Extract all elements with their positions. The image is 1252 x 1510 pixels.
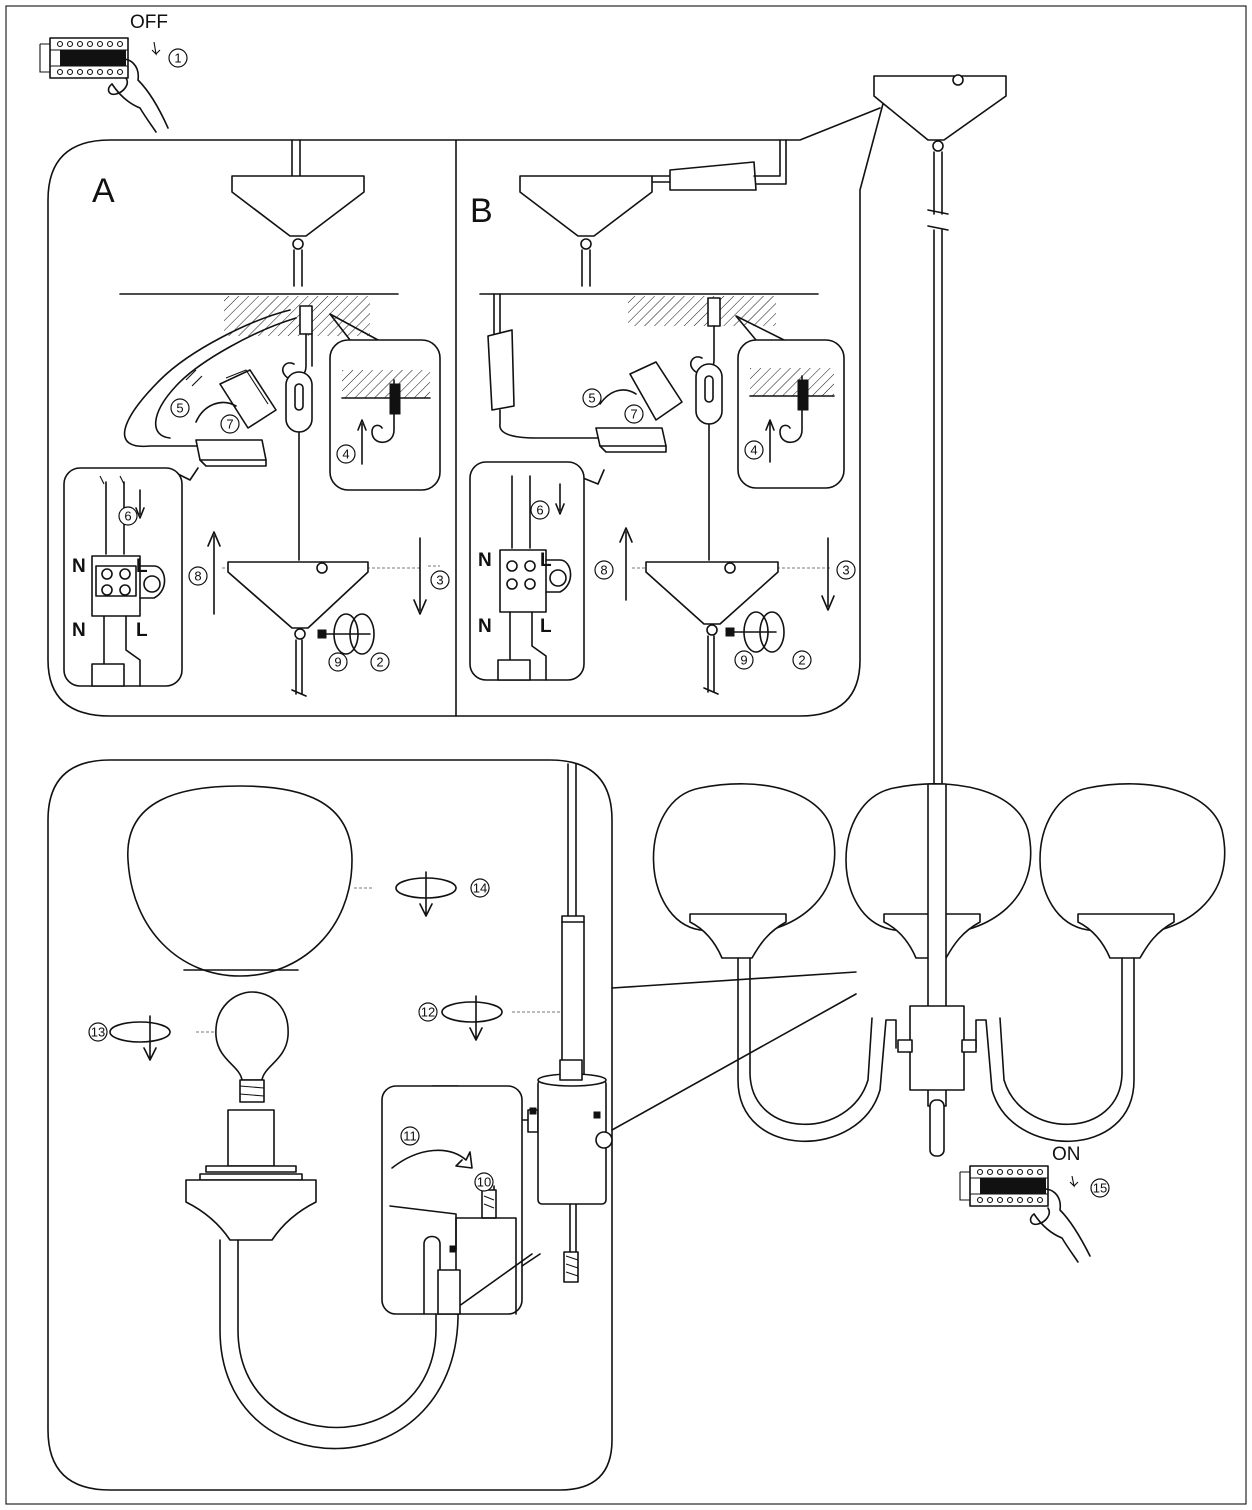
svg-text:5: 5 [176,401,183,416]
svg-text:7: 7 [226,417,233,432]
globe-left [652,783,836,935]
light-bulb [215,991,289,1081]
panel-b-step-9: 9 [734,650,754,670]
svg-text:4: 4 [750,443,757,458]
panel-a-terminal-n-top: N [72,556,86,577]
panel-b-step-7: 7 [624,404,644,424]
step-1-marker: 1 [168,48,188,68]
canopy-illustration [231,175,365,237]
breaker-on-illustration [959,1165,1091,1263]
canopy-b-illustration [519,175,653,237]
svg-text:2: 2 [798,653,805,668]
panel-a-step-8: 8 [188,566,208,586]
svg-text:9: 9 [740,653,747,668]
panel-a-step-markers: 5 7 4 6 8 3 9 2 [118,398,450,672]
svg-text:12: 12 [421,1005,435,1020]
panel-b-step-8: 8 [594,560,614,580]
svg-text:7: 7 [630,407,637,422]
panel-b-terminal-n-top: N [478,550,492,571]
off-label: OFF [130,12,168,33]
glass-globe [127,785,353,977]
outer-frame [5,5,1247,1505]
panel-a-step-2: 2 [370,652,390,672]
svg-text:6: 6 [536,503,543,518]
step-11-marker: 11 [400,1126,420,1146]
svg-text:5: 5 [588,391,595,406]
assembly-step-markers: 14 12 13 11 10 [88,878,494,1192]
lower-canopy-illustration [227,561,369,629]
svg-text:2: 2 [376,655,383,670]
svg-text:4: 4 [342,447,349,462]
assembly-panel-outline [47,759,613,1491]
svg-text:8: 8 [194,569,201,584]
panel-a-step-6: 6 [118,506,138,526]
panel-b-letter: B [470,192,493,230]
panel-b-step-6: 6 [530,500,550,520]
svg-text:3: 3 [436,573,443,588]
panel-b-terminal-n-bottom: N [478,616,492,637]
panel-a-step-3: 3 [430,570,450,590]
transformer-illustration [669,161,757,191]
central-hub [909,1005,965,1091]
step-12-marker: 12 [418,1002,438,1022]
step-10-marker: 10 [474,1172,494,1192]
pendant-fixture-illustration [611,74,1226,1157]
panel-a-letter: A [92,172,115,210]
panel-b-terminal-l-bottom: L [540,616,552,637]
panel-b-step-2: 2 [792,650,812,670]
assembly-panel [109,763,613,1450]
panel-b-step-markers: 5 7 4 6 8 3 9 2 [530,388,856,670]
globe-right [1039,783,1226,935]
svg-text:6: 6 [124,509,131,524]
panel-b-step-4: 4 [744,440,764,460]
ceiling-hatch [224,296,370,336]
panel-b: B [469,139,845,695]
panel-b-step-3: 3 [836,560,856,580]
panel-a-step-5: 5 [170,398,190,418]
step-13-marker: 13 [88,1022,108,1042]
svg-text:9: 9 [334,655,341,670]
hook-detail-callout [329,339,441,491]
connector-block [195,439,267,461]
svg-text:8: 8 [600,563,607,578]
svg-text:11: 11 [403,1129,417,1144]
panel-b-step-5: 5 [582,388,602,408]
breaker-off-illustration [39,37,169,133]
svg-text:1: 1 [174,51,181,66]
step-14-marker: 14 [470,878,490,898]
svg-text:14: 14 [473,881,487,896]
step-15-marker: 15 [1090,1178,1110,1198]
off-arrow-icon [151,41,161,56]
panel-a-terminal-l-top: L [136,556,148,577]
svg-text:13: 13 [91,1025,105,1040]
lamp-holder [185,1179,317,1241]
on-arrow-icon [1069,1175,1079,1188]
on-label: ON [1052,1144,1081,1165]
panel-b-terminal-l-top: L [540,550,552,571]
panel-a-step-9: 9 [328,652,348,672]
ceiling-canopy [873,75,1007,141]
panel-a-step-4: 4 [336,444,356,464]
panel-a: A [63,139,441,697]
svg-text:15: 15 [1093,1181,1107,1196]
svg-text:10: 10 [477,1175,491,1190]
panel-a-terminal-n-bottom: N [72,620,86,641]
panel-a-terminal-l-bottom: L [136,620,148,641]
svg-text:3: 3 [842,563,849,578]
panel-a-step-7: 7 [220,414,240,434]
panel-ab-outline [47,99,885,717]
